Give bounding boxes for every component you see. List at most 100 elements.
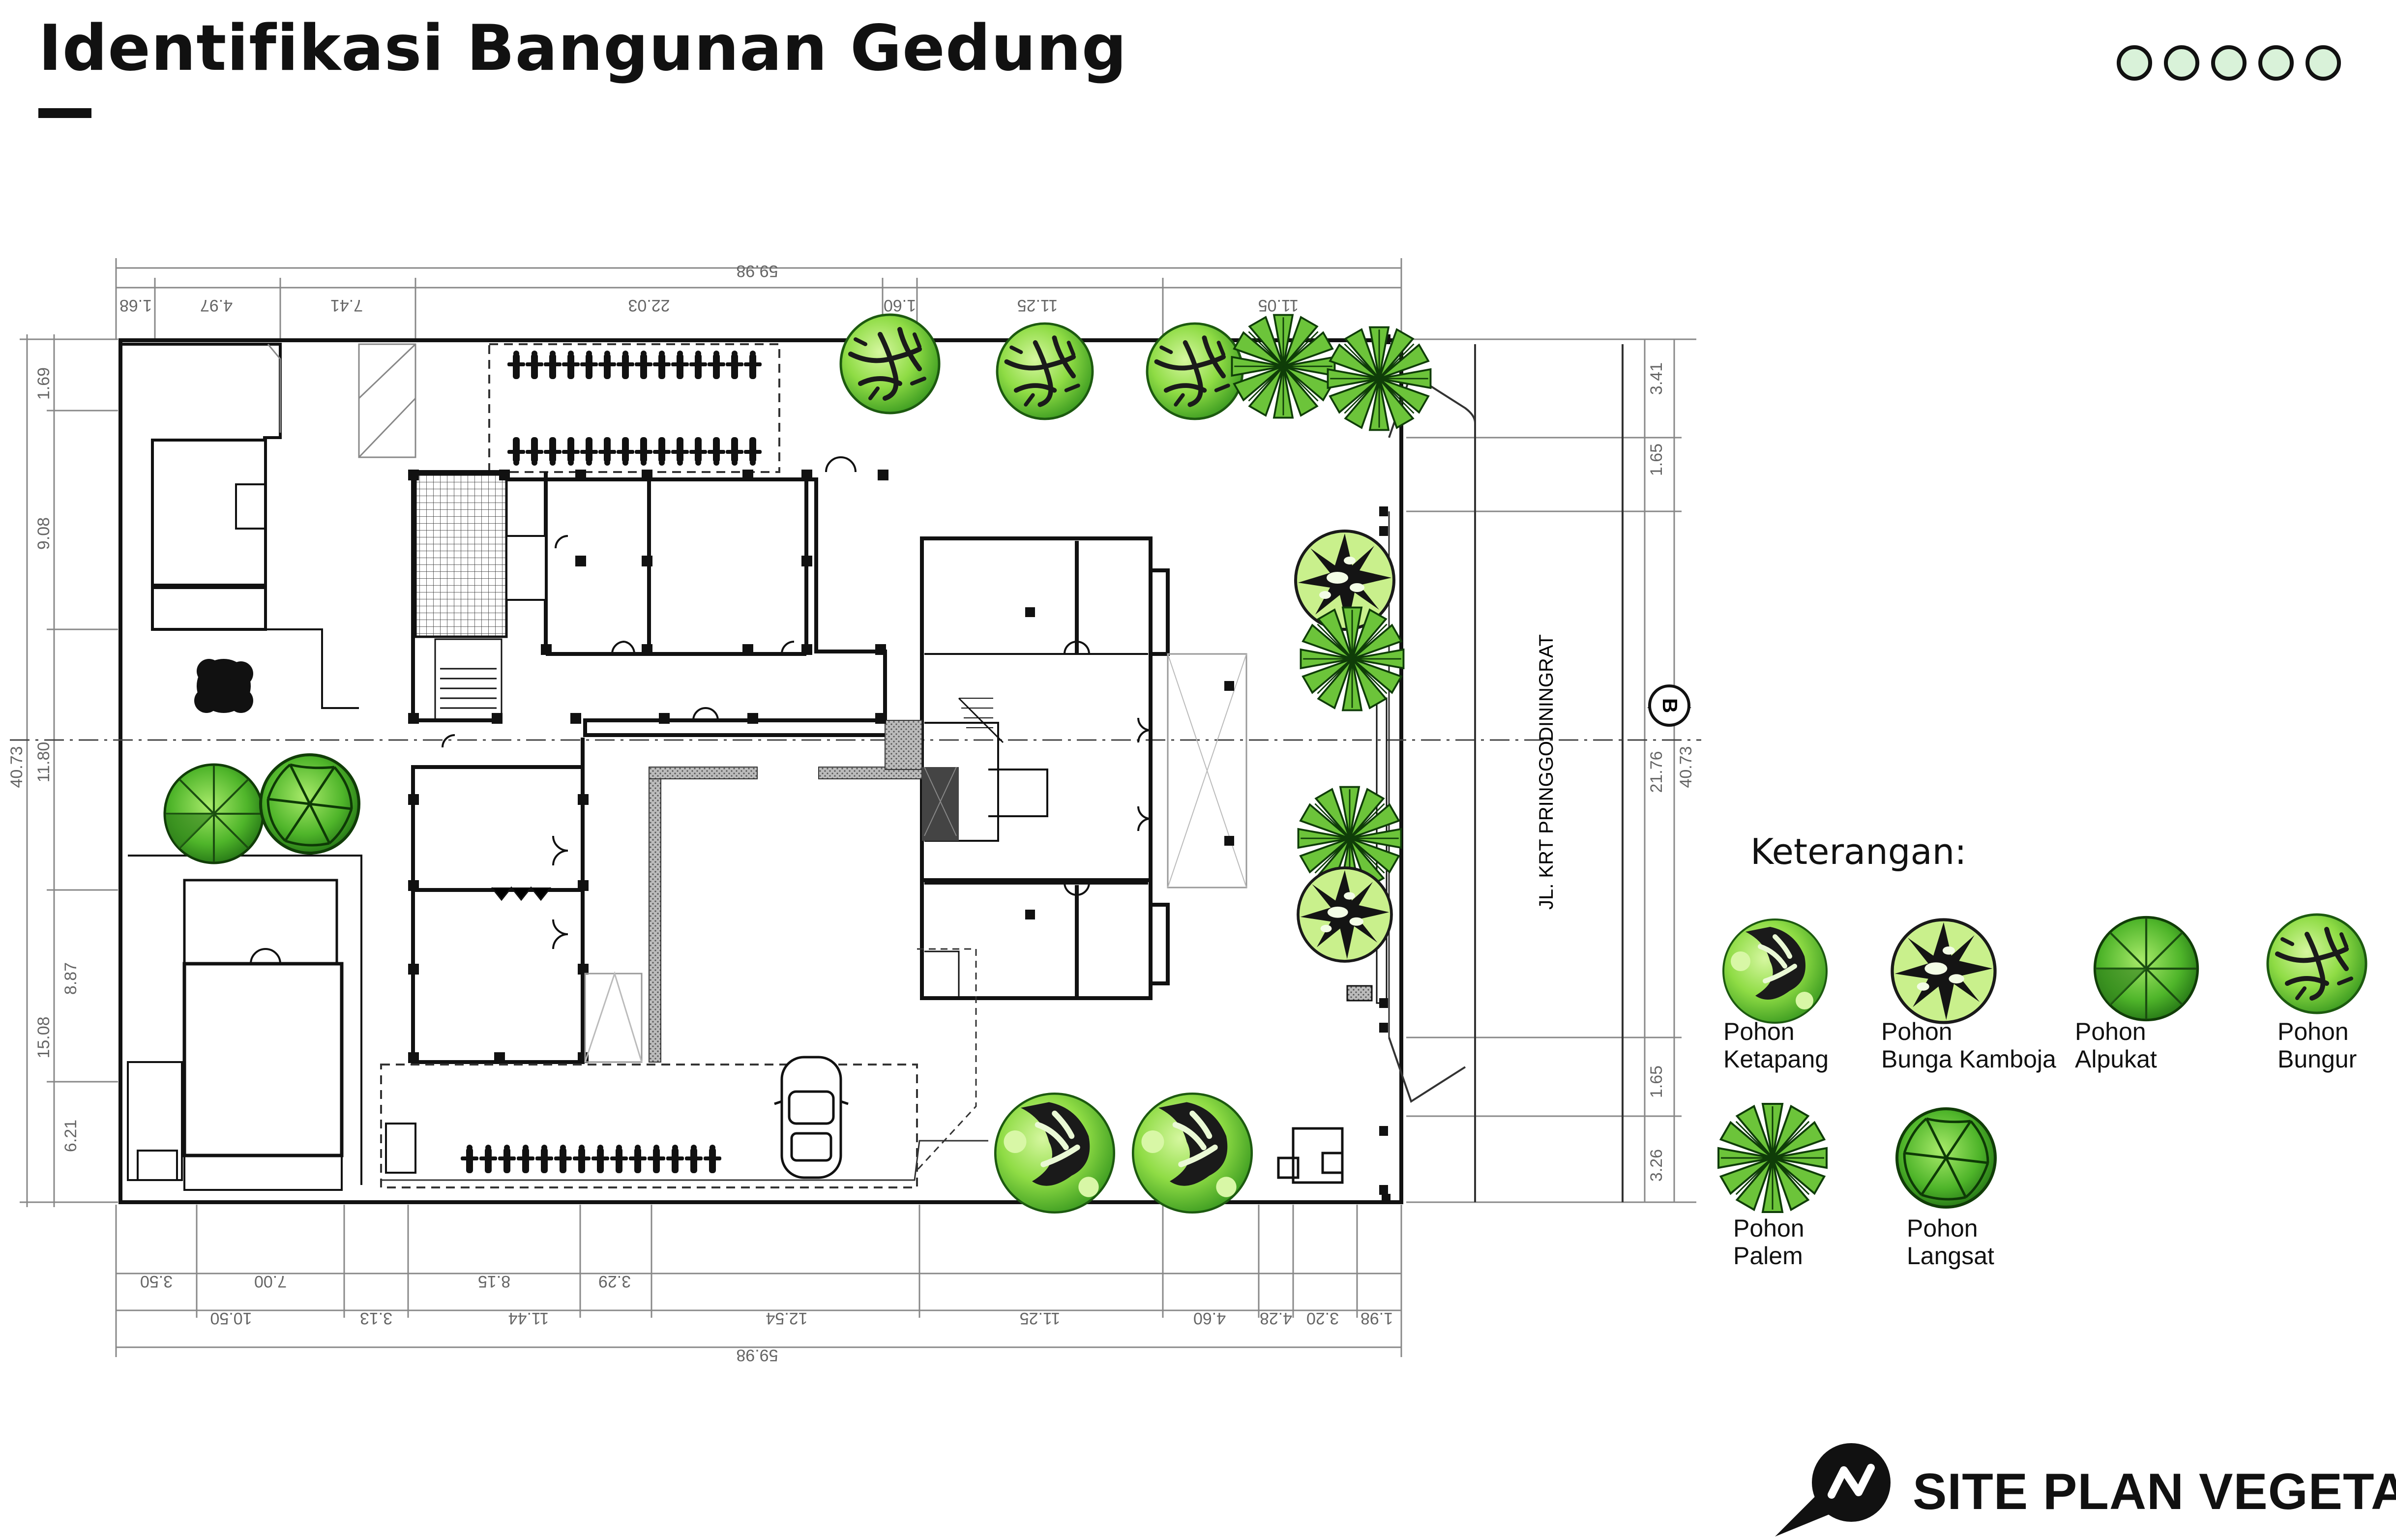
nav-dot-4[interactable] (2258, 45, 2294, 81)
dim-top-total: 59.98 (736, 262, 778, 280)
motorcycle-icon (562, 437, 580, 466)
legend-label-line2: Bunga Kamboja (1881, 1045, 2056, 1073)
dim-bottom-r2-4: 12.54 (766, 1309, 807, 1328)
motorcycle-icon (708, 437, 725, 466)
motorcycle-icon (554, 1145, 572, 1173)
legend-label-line1: Pohon (1881, 1018, 1952, 1045)
motorcycle-icon (629, 1145, 647, 1173)
page-title: Identifikasi Bangunan Gedung (38, 12, 1127, 85)
dim-right-5: 3.26 (1647, 1149, 1666, 1182)
motorcycle-icon (671, 437, 689, 466)
motorcycle-icon (498, 1145, 516, 1173)
motorcycle-icon (671, 351, 689, 379)
dim-top-5: 1.60 (884, 296, 916, 315)
legend-title: Keterangan: (1750, 831, 1967, 872)
dim-top-1: 1.68 (119, 296, 152, 315)
nav-dot-5[interactable] (2306, 45, 2341, 81)
motorcycle-icon (653, 437, 671, 466)
dim-bottom-r2-5: 11.25 (1020, 1309, 1061, 1328)
nav-dot-1[interactable] (2117, 45, 2152, 81)
motorcycle-icon (610, 1145, 628, 1173)
dim-bottom-r1-1: 3.50 (140, 1272, 173, 1291)
legend-item-palem (1716, 1101, 1829, 1216)
dim-top-6: 11.25 (1017, 296, 1058, 315)
motorcycle-icon (526, 351, 543, 379)
ketapang-tree-icon (1718, 915, 1832, 1028)
legend-label-line2: Langsat (1907, 1242, 1994, 1270)
dim-top-2: 4.97 (200, 296, 233, 315)
motorcycle-icon (461, 1145, 478, 1173)
dim-right-4: 1.65 (1647, 1066, 1666, 1098)
legend-label-line2: Ketapang (1723, 1045, 1829, 1073)
legend-label-line1: Pohon (1907, 1214, 1978, 1242)
motorcycle-icon (685, 1145, 703, 1173)
legend-label-palem: Pohon Palem (1733, 1214, 1804, 1270)
motorcycle-icon (744, 351, 762, 379)
dim-bottom-r2-7: 4.28 (1260, 1309, 1292, 1328)
dim-right-1: 3.41 (1647, 362, 1666, 395)
dim-left-5: 6.21 (61, 1120, 80, 1152)
dim-left-outer: 40.73 (7, 746, 26, 788)
legend-item-alpukat (2090, 912, 2203, 1027)
motorcycle-icon (617, 437, 634, 466)
legend-label-bungur: Pohon Bungur (2278, 1018, 2357, 1073)
motorcycle-icon (544, 437, 562, 466)
motorcycle-icon (689, 351, 707, 379)
legend-label-langsat: Pohon Langsat (1907, 1214, 1994, 1270)
motorcycle-icon (708, 351, 725, 379)
legend-label-line2: Bungur (2278, 1045, 2357, 1073)
nav-dot-3[interactable] (2211, 45, 2247, 81)
dim-left-4: 8.87 (61, 962, 80, 995)
dim-left-2: 9.08 (34, 517, 53, 550)
nav-dots (2117, 45, 2341, 81)
alpukat-tree-icon (2090, 912, 2203, 1025)
legend-label-line1: Pohon (1723, 1018, 1795, 1045)
svg-text:B: B (1658, 698, 1682, 713)
legend-item-bungur (2263, 910, 2371, 1020)
motorcycle-icon (535, 1145, 553, 1173)
dim-top-3: 7.41 (330, 296, 363, 315)
dim-right-2: 1.65 (1647, 444, 1666, 476)
dim-bottom-r2-9: 1.98 (1361, 1309, 1393, 1328)
motorcycle-icon (704, 1145, 721, 1173)
legend-label-kamboja: Pohon Bunga Kamboja (1881, 1018, 2056, 1073)
motorcycle-icon (592, 1145, 609, 1173)
dim-bottom-r1-3: 8.15 (478, 1272, 510, 1291)
legend-label-alpukat: Pohon Alpukat (2075, 1018, 2157, 1073)
dim-top-7: 11.05 (1258, 296, 1299, 315)
dim-top-4: 22.03 (628, 296, 670, 315)
motorcycle-icon (744, 437, 762, 466)
motorcycle-parking-top (507, 351, 762, 466)
dim-bottom-total: 59.98 (736, 1346, 778, 1364)
motorcycle-icon (479, 1145, 497, 1173)
motorcycle-icon (526, 437, 543, 466)
motorcycle-icon (598, 351, 616, 379)
motorcycle-icon (653, 351, 671, 379)
dim-bottom-r2-6: 4.60 (1193, 1309, 1226, 1328)
motorcycle-icon (580, 437, 598, 466)
motorcycle-icon (598, 437, 616, 466)
motorcycle-icon (573, 1145, 591, 1173)
langsat-tree-icon (1892, 1104, 2000, 1212)
motorcycle-icon (726, 437, 743, 466)
street-label: JL. KRT PRINGGODININGRAT (1536, 634, 1557, 910)
motorcycle-icon (648, 1145, 665, 1173)
dim-bottom-r2-2: 3.13 (360, 1309, 392, 1328)
nav-dot-2[interactable] (2164, 45, 2199, 81)
motorcycle-icon (726, 351, 743, 379)
dim-right-3: 21.76 (1647, 751, 1666, 793)
legend-item-ketapang (1718, 915, 1832, 1030)
dim-left-1: 1.69 (34, 367, 53, 400)
kamboja-tree-icon (1887, 915, 2000, 1028)
legend-label-line2: Alpukat (2075, 1045, 2157, 1073)
motorcycle-icon (635, 437, 652, 466)
dim-left-3: 11.80 (34, 742, 53, 783)
legend-label-ketapang: Pohon Ketapang (1723, 1018, 1829, 1073)
motorcycle-icon (507, 437, 525, 466)
motorcycle-icon (507, 351, 525, 379)
footer-title: SITE PLAN VEGETASI (1913, 1463, 2396, 1520)
section-marker: B (1647, 684, 1691, 727)
legend-label-line2: Palem (1733, 1242, 1803, 1270)
legend-label-line1: Pohon (1733, 1214, 1804, 1242)
shrub-icon (194, 659, 253, 713)
